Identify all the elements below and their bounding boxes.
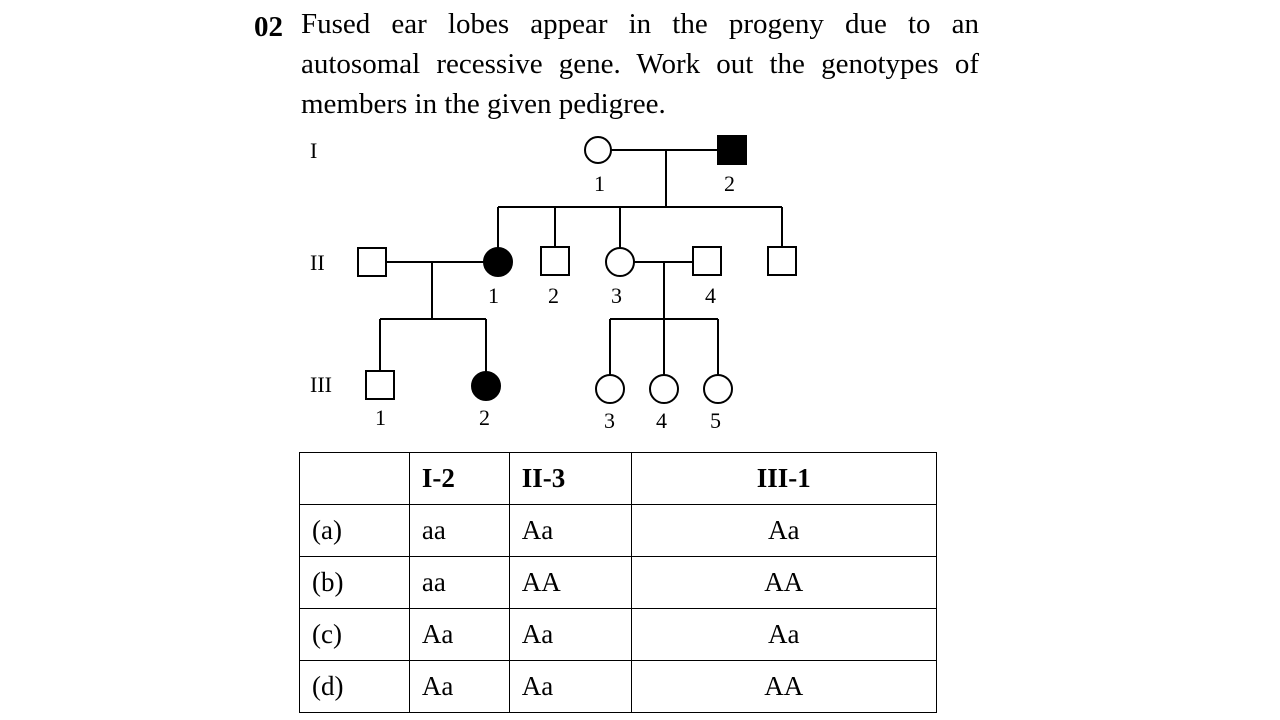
cell-iii1: AA	[630, 556, 938, 609]
cell-iii1: AA	[630, 660, 938, 713]
generation-label-ii: II	[310, 250, 325, 275]
answer-options-table: I-2 II-3 III-1 (a) aa Aa Aa (b) aa AA AA…	[299, 452, 938, 713]
generation-label-iii: III	[310, 372, 332, 397]
label-iii1: 1	[375, 405, 386, 430]
label-ii4: 4	[705, 283, 716, 308]
option-label: (a)	[299, 504, 410, 557]
table-row[interactable]: (d) Aa Aa AA	[299, 660, 938, 713]
question-line-3: members in the given pedigree.	[301, 88, 666, 120]
question-line-2: autosomal recessive gene. Work out the g…	[301, 48, 979, 80]
table-header-ii3: II-3	[508, 452, 632, 505]
label-i1: 1	[594, 171, 605, 196]
affected-male-i2	[717, 135, 747, 165]
unaffected-male-ii5	[767, 246, 797, 276]
table-header-row: I-2 II-3 III-1	[299, 452, 938, 505]
question-number: 02	[254, 11, 283, 43]
cell-i2: aa	[408, 504, 510, 557]
label-iii5: 5	[710, 408, 721, 433]
unaffected-male-ii4	[692, 246, 722, 276]
table-header-blank	[299, 452, 410, 505]
cell-ii3: AA	[508, 556, 632, 609]
cell-ii3: Aa	[508, 504, 632, 557]
affected-female-iii2	[471, 371, 501, 401]
cell-iii1: Aa	[630, 608, 938, 661]
pedigree-chart: I II III 1 2 1 2 3 4 1 2 3 4 5	[310, 135, 797, 433]
cell-iii1: Aa	[630, 504, 938, 557]
unaffected-female-ii3	[605, 247, 635, 277]
label-iii2: 2	[479, 405, 490, 430]
unaffected-male-iii1	[365, 370, 395, 400]
unaffected-female-iii4	[649, 374, 679, 404]
table-header-i2: I-2	[408, 452, 510, 505]
affected-female-ii1	[483, 247, 513, 277]
generation-label-i: I	[310, 138, 317, 163]
cell-ii3: Aa	[508, 660, 632, 713]
pedigree-symbols	[357, 135, 797, 404]
label-iii3: 3	[604, 408, 615, 433]
table-row[interactable]: (c) Aa Aa Aa	[299, 608, 938, 661]
question-line-1: Fused ear lobes appear in the progeny du…	[301, 8, 979, 40]
question-text: Fused ear lobes appear in the progeny du…	[301, 4, 979, 124]
unaffected-female-iii3	[595, 374, 625, 404]
cell-ii3: Aa	[508, 608, 632, 661]
option-label: (d)	[299, 660, 410, 713]
table-row[interactable]: (a) aa Aa Aa	[299, 504, 938, 557]
label-ii2: 2	[548, 283, 559, 308]
option-label: (b)	[299, 556, 410, 609]
table-header-iii1: III-1	[630, 452, 938, 505]
option-label: (c)	[299, 608, 410, 661]
label-ii1: 1	[488, 283, 499, 308]
cell-i2: aa	[408, 556, 510, 609]
table-row[interactable]: (b) aa AA AA	[299, 556, 938, 609]
unaffected-male-ii2	[540, 246, 570, 276]
cell-i2: Aa	[408, 660, 510, 713]
pedigree-lines	[379, 149, 783, 375]
label-ii3: 3	[611, 283, 622, 308]
unaffected-male-spouse-ii	[357, 247, 387, 277]
label-i2: 2	[724, 171, 735, 196]
unaffected-female-i1	[584, 136, 612, 164]
cell-i2: Aa	[408, 608, 510, 661]
unaffected-female-iii5	[703, 374, 733, 404]
label-iii4: 4	[656, 408, 667, 433]
